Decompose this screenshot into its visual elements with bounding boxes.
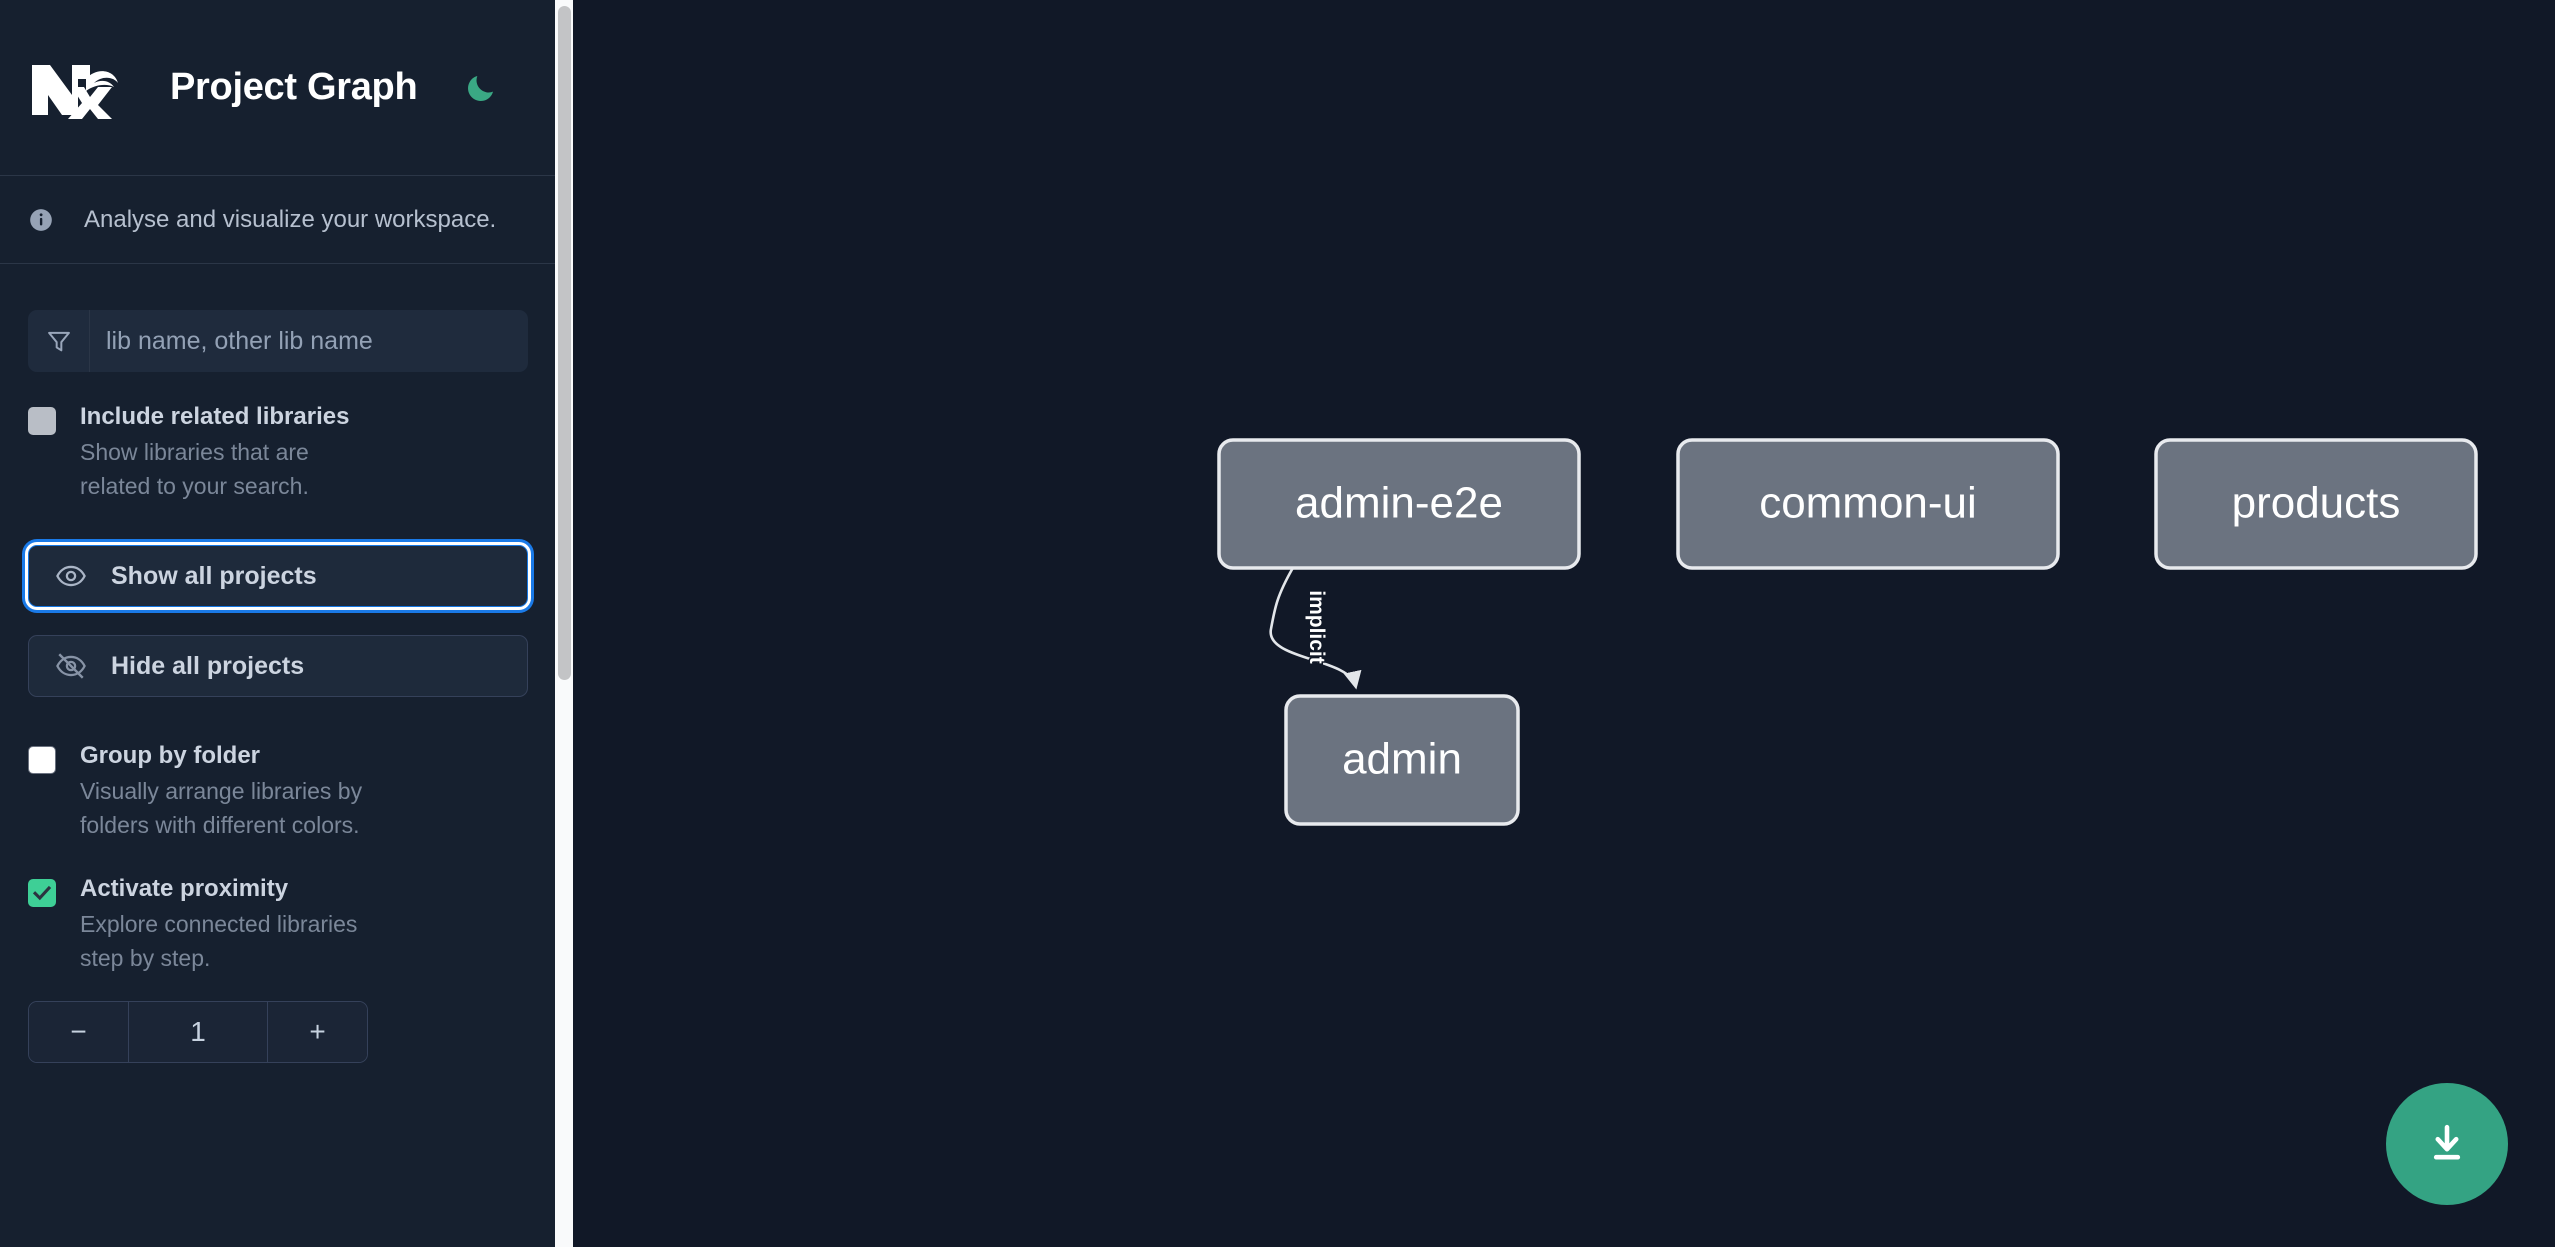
activate-proximity-label: Activate proximity — [80, 875, 289, 902]
graph-node-rect[interactable] — [2154, 438, 2478, 570]
search-field[interactable] — [28, 310, 528, 372]
proximity-value: 1 — [129, 1002, 267, 1062]
download-icon[interactable] — [2386, 1083, 2508, 1205]
activate-proximity-description: Explore connected libraries step by step… — [80, 911, 358, 971]
graph-node-rect[interactable] — [1217, 438, 1581, 570]
info-icon — [28, 207, 54, 233]
graph-node-rect[interactable] — [1284, 694, 1520, 826]
sidebar-scrollbar[interactable] — [555, 0, 556, 1247]
eye-slash-icon — [55, 650, 87, 682]
option-group-by-folder[interactable]: Group by folder Visually arrange librari… — [28, 741, 528, 842]
proximity-increment-button[interactable]: + — [267, 1002, 367, 1062]
search-input[interactable] — [90, 310, 528, 372]
option-activate-proximity[interactable]: Activate proximity Explore connected lib… — [28, 874, 528, 975]
graph-nodes: admin-e2ecommon-uiproductsstore-e2eadmin… — [1217, 438, 2478, 826]
workspace-blurb-text: Analyse and visualize your workspace. — [84, 205, 497, 233]
activate-proximity-checkbox[interactable] — [28, 879, 56, 907]
sidebar-header: Project Graph — [0, 0, 556, 176]
graph-node-label: admin — [1342, 735, 1462, 784]
hide-all-projects-label: Hide all projects — [111, 651, 305, 680]
sidebar-scrollbar-gutter[interactable] — [556, 0, 573, 1247]
moon-icon[interactable] — [459, 66, 503, 110]
graph-node[interactable]: common-ui — [1676, 438, 2060, 570]
include-related-checkbox[interactable] — [28, 407, 56, 435]
workspace-blurb: Analyse and visualize your workspace. — [0, 176, 556, 264]
option-include-related-libraries[interactable]: Include related libraries Show libraries… — [28, 402, 528, 503]
sidebar-body: Include related libraries Show libraries… — [0, 310, 556, 1063]
graph-node-label: admin-e2e — [1295, 479, 1503, 528]
project-graph-canvas[interactable]: implicitimplicit admin-e2e common-ui produ… — [556, 0, 2555, 1247]
show-all-projects-button[interactable]: Show all projects — [28, 545, 528, 607]
graph-node-label: products — [2232, 479, 2401, 528]
include-related-description: Show libraries that are related to your … — [80, 439, 309, 499]
nx-logo-icon — [28, 57, 120, 119]
graph-node[interactable]: admin — [1284, 694, 1520, 826]
graph-edge[interactable] — [1269, 567, 1362, 690]
graph-node-rect[interactable] — [1676, 438, 2060, 570]
graph-edge-label: implicit — [1305, 590, 1328, 664]
graph-node[interactable]: admin-e2e — [1217, 438, 1581, 570]
include-related-label: Include related libraries — [80, 403, 350, 430]
graph-svg: implicitimplicit admin-e2e common-ui produ… — [1217, 438, 2478, 826]
group-by-folder-checkbox[interactable] — [28, 746, 56, 774]
sidebar: Project Graph Analyse and visualize your… — [0, 0, 556, 1247]
graph-node[interactable]: products — [2154, 438, 2478, 570]
eye-icon — [55, 560, 87, 592]
show-all-projects-label: Show all projects — [111, 561, 317, 590]
group-by-folder-description: Visually arrange libraries by folders wi… — [80, 778, 363, 838]
graph-node-label: common-ui — [1759, 479, 1977, 528]
hide-all-projects-button[interactable]: Hide all projects — [28, 635, 528, 697]
proximity-stepper[interactable]: − 1 + — [28, 1001, 368, 1063]
proximity-decrement-button[interactable]: − — [29, 1002, 129, 1062]
sidebar-scrollbar-thumb-visible[interactable] — [558, 6, 571, 680]
group-by-folder-label: Group by folder — [80, 742, 260, 769]
graph-edges: implicitimplicit — [1269, 567, 1362, 690]
page-title: Project Graph — [170, 66, 418, 108]
filter-icon — [28, 310, 90, 372]
